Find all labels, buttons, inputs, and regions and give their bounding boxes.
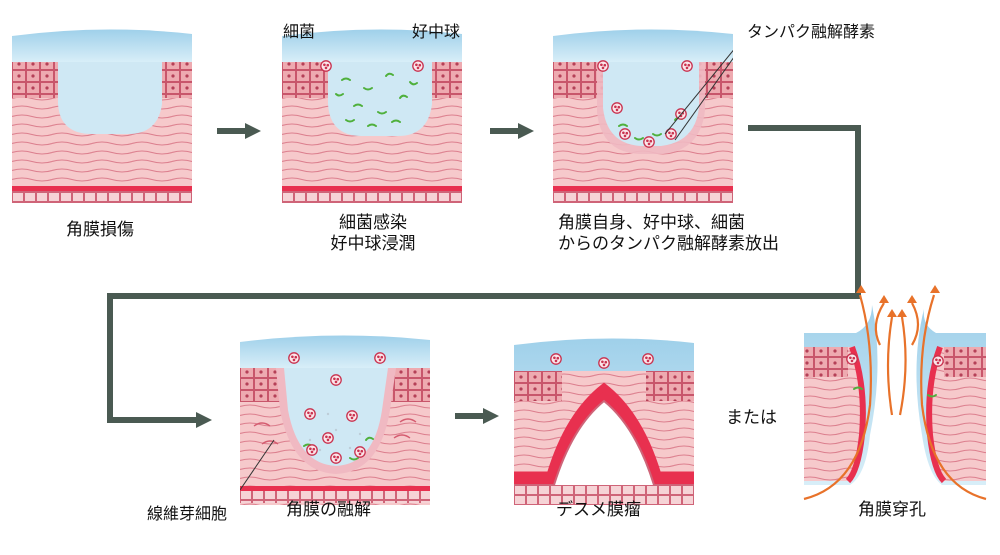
panel-corneal-perforation xyxy=(800,285,990,515)
caption-descemetocele: デスメ膜瘤 xyxy=(556,500,641,521)
panel-corneal-melting xyxy=(240,330,430,505)
label-bacteria: 細菌 xyxy=(283,18,315,42)
label-neutrophil: 好中球 xyxy=(412,18,460,42)
panel-descemetocele xyxy=(514,335,694,505)
caption-corneal-melting: 角膜の融解 xyxy=(286,500,371,521)
caption-corneal-perforation: 角膜穿孔 xyxy=(858,500,926,521)
label-protease: タンパク融解酵素 xyxy=(747,18,875,42)
label-fibroblast: 線維芽細胞 xyxy=(147,500,227,524)
or-text: または xyxy=(726,408,777,429)
arrow-right-icon xyxy=(455,408,499,424)
